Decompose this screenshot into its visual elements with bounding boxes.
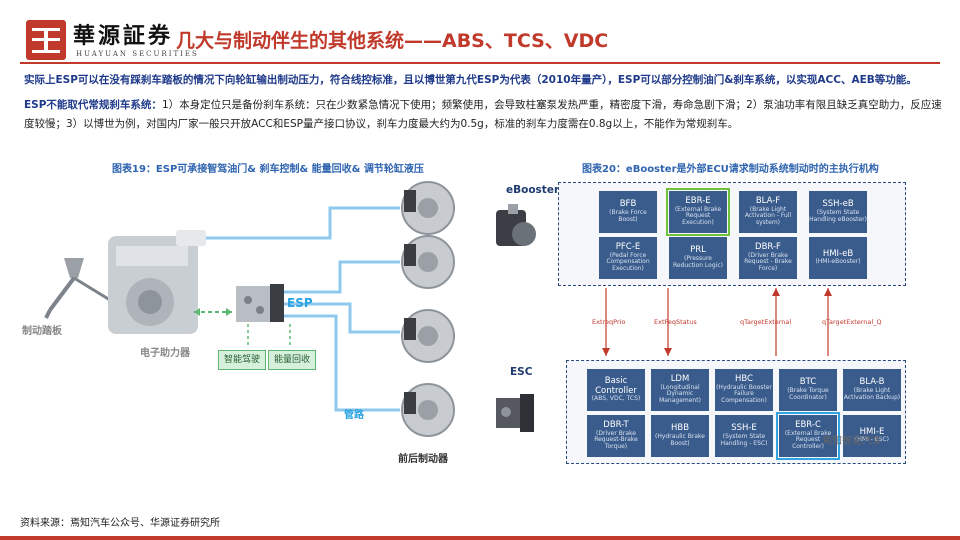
esc-module: SSH-E(System State Handling - ESC)	[715, 415, 773, 457]
esp-unit-illustration	[236, 284, 284, 322]
esc-module: Basic Controller(ABS, VDC, TCS)	[587, 369, 645, 411]
signal-label: ExtreqPrio	[592, 318, 626, 326]
page-title: 几大与制动伴生的其他系统——ABS、TCS、VDC	[176, 30, 609, 52]
signal-label: ExtFeqStatus	[654, 318, 697, 326]
esc-module: BLA-B(Brake Light Activation Backup)	[843, 369, 901, 411]
pipe-label: 管路	[344, 410, 364, 421]
ebooster-module: BFB(Brake Force Boost)	[599, 191, 657, 233]
esc-module: DBR-T(Driver Brake Request-Brake Torque)	[587, 415, 645, 457]
brake-disc-rl-icon	[401, 309, 455, 363]
intro-paragraph: 实际上ESP可以在没有踩刹车踏板的情况下向轮缸输出制动压力，符合线控标准，且以博…	[24, 74, 917, 86]
detail-body: 1）本身定位只是备份刹车系统：只在少数紧急情况下使用；频繁使用，会导致柱塞泵发热…	[24, 99, 942, 130]
smart-drive-tag: 智能驾驶	[218, 350, 266, 370]
esc-module: BTC(Brake Torque Coordinator)	[779, 369, 837, 411]
electronic-booster-illustration	[108, 230, 206, 334]
wheels-label: 前后制动器	[398, 454, 448, 465]
esc-module: LDM(Longitudinal Dynamic Management)	[651, 369, 709, 411]
watermark: 焉知智能汽车	[822, 436, 882, 447]
ebooster-panel: BFB(Brake Force Boost) EBR-E(External Br…	[558, 182, 906, 286]
signal-label: qTargetExternal	[740, 318, 792, 326]
pedal-label: 制动踏板	[22, 326, 62, 337]
ebooster-module: SSH-eB(System State Handling eBooster)	[809, 191, 867, 233]
ebooster-module: BLA-F(Brake Light Activation - Full syst…	[739, 191, 797, 233]
esc-module: EBR-C(External Brake Request Controller)	[776, 412, 840, 460]
logo-seal-icon	[26, 20, 66, 60]
booster-label: 电子助力器	[140, 348, 190, 359]
footer-bar	[0, 536, 960, 540]
esc-device-icon	[496, 394, 534, 432]
ebooster-module: PRL(Pressure Reduction Logic)	[669, 237, 727, 279]
logo-text: 華源証券	[73, 23, 174, 49]
esc-module: HBB(Hydraulic Brake Boost)	[651, 415, 709, 457]
signal-arrows	[602, 288, 832, 356]
esc-module: HMI-E(HMI - ESC)	[843, 415, 901, 457]
brake-disc-fl-icon	[401, 181, 455, 235]
logo-subtext: HUAYUAN SECURITIES	[76, 50, 199, 58]
ebooster-module: HMI-eB(HMI-eBooster)	[809, 237, 867, 279]
header-divider	[20, 62, 940, 64]
ebooster-module: PFC-E(Pedal Force Compensation Execution…	[599, 237, 657, 279]
ebooster-module: DBR-F(Driver Brake Request - Brake Force…	[739, 237, 797, 279]
esp-brake-diagram	[44, 181, 455, 437]
brake-pedal-illustration	[44, 258, 111, 319]
esc-label: ESC	[510, 366, 533, 378]
esc-panel: Basic Controller(ABS, VDC, TCS) LDM(Long…	[566, 360, 906, 464]
brake-disc-rr-icon	[401, 383, 455, 437]
brake-disc-fr-icon	[401, 235, 455, 289]
esp-label: ESP	[287, 296, 313, 310]
ebooster-device-icon	[496, 204, 536, 246]
source-note: 资料来源：焉知汽车公众号、华源证券研究所	[20, 518, 220, 529]
ebooster-label: eBooster	[506, 184, 560, 196]
detail-paragraph: ESP不能取代常规刹车系统：1）本身定位只是备份刹车系统：只在少数紧急情况下使用…	[24, 96, 944, 134]
energy-recovery-tag: 能量回收	[268, 350, 316, 370]
detail-lead: ESP不能取代常规刹车系统：	[24, 99, 162, 111]
fig19-title: 图表19：ESP可承接智驾油门& 刹车控制& 能量回收& 调节轮缸液压	[112, 164, 424, 175]
ebooster-module: EBR-E(External Brake Request Execution)	[666, 188, 730, 236]
signal-label: qTargetExternal_Q	[822, 318, 882, 326]
fig20-title: 图表20：eBooster是外部ECU请求制动系统制动时的主执行机构	[582, 164, 879, 175]
esc-module: HBC(Hydraulic Booster Failure Compensati…	[715, 369, 773, 411]
